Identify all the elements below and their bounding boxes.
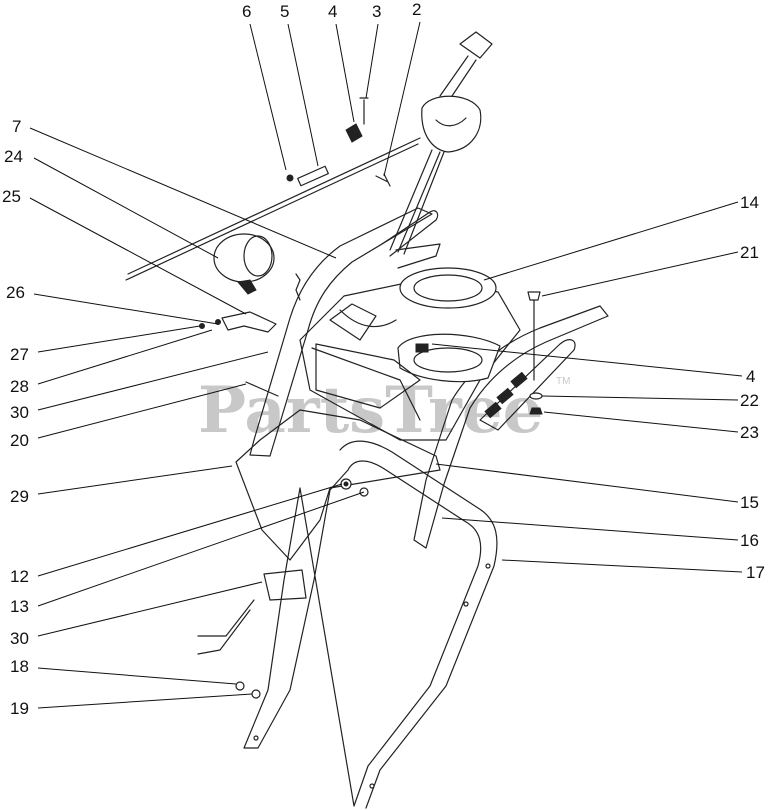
- callout-29: 29: [10, 487, 29, 506]
- callout-12: 12: [10, 567, 29, 586]
- callout-27: 27: [10, 345, 29, 364]
- callout-25: 25: [2, 187, 21, 206]
- callout-4-right: 4: [746, 367, 755, 386]
- callout-20: 20: [10, 431, 29, 450]
- watermark-trademark: TM: [556, 376, 570, 387]
- part-headlight-bracket: [221, 311, 277, 333]
- part-lower-handle: [243, 440, 498, 809]
- part-screw: [359, 97, 369, 125]
- part-shroud: [235, 409, 441, 561]
- callout-17: 17: [746, 563, 765, 582]
- part-right-grip: [479, 339, 576, 431]
- part-nut-23: [529, 407, 543, 415]
- callout-16: 16: [740, 531, 759, 550]
- part-control-lever: [389, 31, 493, 255]
- callout-23: 23: [740, 423, 759, 442]
- part-clip: [345, 123, 363, 143]
- callout-26: 26: [6, 283, 25, 302]
- callout-labels: 6 5 4 3 2 7 24 25 26 27 28 30 20 29 12 1…: [2, 0, 765, 718]
- callout-7: 7: [12, 117, 21, 136]
- part-left-grip: [381, 210, 441, 269]
- part-bolt: [375, 173, 391, 187]
- callout-22: 22: [740, 391, 759, 410]
- part-washer-22: [529, 392, 543, 400]
- callout-15: 15: [740, 493, 759, 512]
- callout-3: 3: [372, 2, 381, 21]
- callout-6: 6: [242, 2, 251, 21]
- callout-30-upper: 30: [10, 403, 29, 422]
- part-wire-harness: [197, 569, 307, 655]
- callout-21: 21: [740, 243, 759, 262]
- leader-lines: [29, 21, 743, 709]
- part-bolt-21: [527, 291, 541, 381]
- part-upper-handle-left: [249, 207, 433, 457]
- callout-13: 13: [10, 597, 29, 616]
- callout-18: 18: [10, 657, 29, 676]
- callout-14: 14: [740, 193, 759, 212]
- callout-19: 19: [10, 699, 29, 718]
- part-headlight: [213, 233, 275, 295]
- callout-5: 5: [280, 2, 289, 21]
- callout-30-lower: 30: [10, 629, 29, 648]
- callout-4-top: 4: [328, 2, 337, 21]
- part-long-rod: [125, 137, 421, 281]
- callout-2: 2: [412, 0, 421, 19]
- callout-28: 28: [10, 377, 29, 396]
- parts-artwork: [125, 31, 609, 809]
- callout-24: 24: [4, 147, 23, 166]
- part-lens-bezel: [399, 267, 497, 309]
